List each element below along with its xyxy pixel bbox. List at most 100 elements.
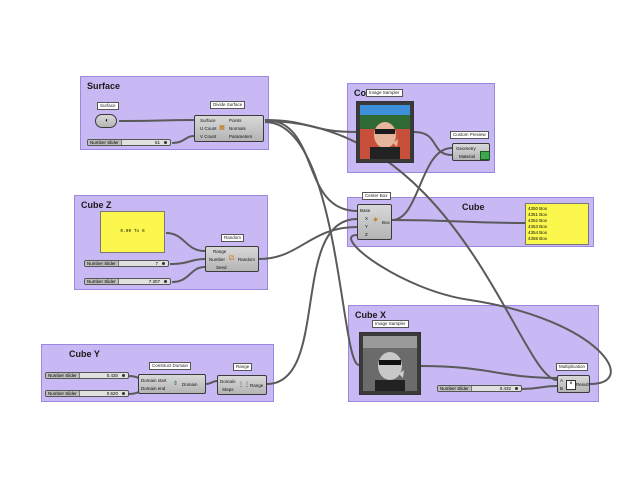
construct-domain-tag: Construct Domain	[149, 362, 192, 370]
input-geometry: Geometry	[456, 146, 476, 151]
input-u-count: U Count	[200, 126, 217, 131]
slider-grip[interactable]	[122, 374, 125, 377]
slider-name: Number Slider	[438, 386, 472, 391]
slider-grip[interactable]	[164, 141, 167, 144]
slider-surface-count[interactable]: Number Slider 51	[87, 139, 171, 146]
slider-name: Number Slider	[85, 261, 119, 266]
slider-name: Number Slider	[88, 140, 122, 145]
dice-icon: ⚂	[228, 256, 235, 262]
wire-sampler-to-preview	[413, 131, 453, 156]
output-normals: Normals	[229, 126, 246, 131]
input-v-count: V Count	[200, 134, 217, 139]
domain-icon: ⇕	[172, 381, 179, 387]
domain-panel-text: 0.09 To 6	[120, 229, 145, 234]
group-title: Color	[354, 88, 378, 98]
group-title: Cube X	[355, 310, 387, 320]
wire-construct-to-range	[205, 380, 218, 385]
input-domain-end: Domain end	[141, 386, 166, 391]
grayscale-photo-thumbnail	[363, 336, 417, 391]
image-sampler-top-tag: Image Sampler	[366, 89, 403, 97]
divide-surface-tag: Divide Surface	[210, 101, 246, 109]
wire-slider-to-number	[169, 258, 206, 265]
slider-value: 7.307	[148, 279, 160, 284]
box-list-panel[interactable]: 4350 Box 4351 Box 4352 Box 4353 Box 4354…	[525, 203, 589, 245]
slider-random-number[interactable]: Number Slider 7	[84, 260, 169, 267]
input-steps: Steps	[222, 387, 234, 392]
slider-domain-end[interactable]: Number Slider 0.620	[45, 390, 129, 397]
box-list-row: 4352 Box	[528, 218, 548, 223]
preview-icon	[480, 151, 490, 160]
input-material: Material	[459, 154, 476, 159]
center-box-component[interactable]: Base X Y Z ◈ Box	[357, 204, 392, 240]
wire-centerbox-to-preview	[391, 147, 453, 221]
multiplication-component[interactable]: A B × Result	[557, 375, 590, 393]
wire-slider-to-divide	[171, 135, 195, 144]
random-tag: Random	[221, 234, 245, 242]
domain-panel[interactable]: 0.09 To 6	[100, 211, 165, 253]
surface-tag: Surface	[97, 102, 119, 110]
slider-value: 0.432	[499, 386, 511, 391]
slider-random-seed[interactable]: Number Slider 7.307	[84, 278, 171, 285]
input-number: Number	[209, 257, 226, 262]
input-domain: Domain	[220, 379, 236, 384]
slider-grip[interactable]	[162, 262, 165, 265]
input-z: Z	[365, 232, 368, 237]
box-list-row: 4355 Box	[528, 236, 548, 241]
wire-surface-to-divide	[118, 119, 195, 122]
slider-grip[interactable]	[122, 392, 125, 395]
wire-slider-to-multiplication	[521, 385, 558, 390]
color-photo-thumbnail	[360, 105, 410, 159]
slider-name: Number Slider	[46, 373, 80, 378]
output-parameters: Parameters	[229, 134, 253, 139]
box-list-row: 4351 Box	[528, 212, 548, 217]
output-domain: Domain	[182, 382, 198, 387]
slider-name: Number Slider	[46, 391, 80, 396]
group-title: Surface	[87, 81, 121, 91]
output-points: Points	[229, 118, 242, 123]
input-domain-start: Domain start	[141, 378, 167, 383]
slider-name: Number Slider	[85, 279, 119, 284]
divide-grid-icon: ▦	[219, 125, 225, 131]
image-sampler-grayscale[interactable]	[359, 332, 421, 395]
input-b: B	[560, 386, 564, 391]
group-title: Cube Z	[81, 200, 112, 210]
slider-value: 0.620	[106, 391, 118, 396]
input-x: X	[365, 216, 369, 221]
wire-points-to-sampler-bottom	[264, 121, 360, 366]
wire-sampler-to-multiplication	[419, 365, 558, 379]
slider-value: 51	[154, 140, 160, 145]
surface-icon: ◐	[105, 118, 109, 124]
construct-domain-component[interactable]: Domain start Domain end ⇕ Domain	[138, 374, 206, 394]
wire-slider-to-seed	[171, 266, 206, 283]
range-icon: ⋮⋮	[238, 382, 250, 388]
slider-multiplier[interactable]: Number Slider 0.432	[437, 385, 522, 392]
custom-preview-component[interactable]: Geometry Material	[452, 143, 490, 161]
surface-param[interactable]: ◐	[95, 114, 117, 128]
range-tag: Range	[233, 363, 253, 371]
slider-grip[interactable]	[515, 387, 518, 390]
wire-result-to-centerbox	[350, 234, 612, 385]
input-y: Y	[365, 224, 369, 229]
input-surface: Surface	[200, 118, 216, 123]
slider-domain-start[interactable]: Number Slider 0.430	[45, 372, 129, 379]
box-list-row: 4354 Box	[528, 230, 548, 235]
input-range: Range	[213, 249, 227, 254]
image-sampler-color[interactable]	[356, 101, 414, 163]
output-random: Random	[238, 257, 256, 262]
wire-box-to-panel	[391, 219, 526, 224]
box-list-row: 4353 Box	[528, 224, 548, 229]
group-title: Cube Y	[69, 349, 100, 359]
wire-random-to-centerbox	[258, 226, 358, 260]
range-component[interactable]: Domain Steps ⋮⋮ Range	[217, 375, 267, 395]
divide-surface-component[interactable]: Surface U Count V Count ▦ Points Normals…	[194, 115, 264, 142]
slider-grip[interactable]	[164, 280, 167, 283]
custom-preview-tag: Custom Preview	[450, 131, 489, 139]
box-list-row: 4350 Box	[528, 206, 548, 211]
input-base: Base	[360, 208, 371, 213]
multiplication-tag: Multiplication	[556, 363, 589, 371]
random-component[interactable]: Range Number Seed ⚂ Random	[205, 246, 259, 272]
input-a: A	[560, 378, 564, 383]
input-seed: Seed	[216, 265, 227, 270]
